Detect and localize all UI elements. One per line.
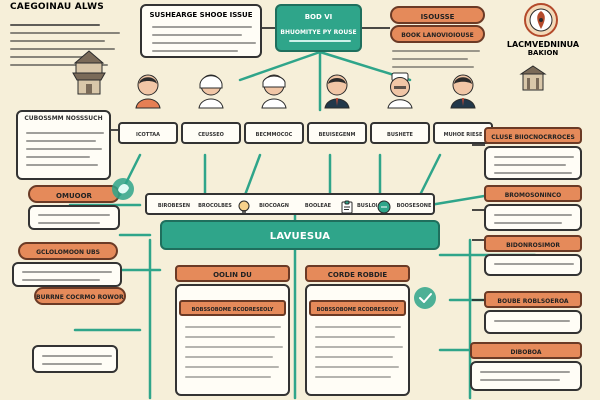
corner-title-text: CAEGOINAU ALWS — [10, 2, 130, 12]
center-left-column: BOBSSOBOME RCODRESEOLY — [175, 284, 290, 396]
strip-item-2: BROCOLBES — [195, 195, 235, 217]
center-right-header: CORDE ROBDIE — [305, 265, 410, 282]
corner-title: CAEGOINAU ALWS — [10, 2, 130, 18]
top-right-lines — [392, 46, 484, 68]
building-icon — [517, 64, 549, 94]
left-note-4-label: BURRNE COCRMO ROWOROS — [36, 289, 124, 307]
right-note-3-label: BIDONROSIMOR — [486, 237, 580, 254]
strip-item-3: BIOCOAGN — [253, 195, 295, 217]
strip-item-4: BOOLEAE — [297, 195, 339, 217]
center-left-header: OOLIN DU — [175, 265, 290, 282]
top-center-title: BOD VI — [277, 6, 360, 22]
strip-icon-clipboard — [340, 199, 354, 213]
top-right-pill-1-label: ISOUSSE — [392, 8, 483, 26]
person-3-avatar — [256, 72, 292, 110]
left-note-4-details — [32, 345, 118, 373]
strip-item-5: BUSLORIN — [357, 195, 377, 217]
person-3: BECMMOCOC — [244, 72, 304, 152]
person-card-2-label: CEUSSEO — [183, 124, 239, 146]
strip-icon-bulb — [237, 199, 251, 213]
center-banner: LAVUESUA — [160, 220, 440, 250]
right-note-3-header: BIDONROSIMOR — [484, 235, 582, 252]
person-card-5: BUSHETE — [370, 122, 430, 144]
right-note-5 — [470, 361, 582, 391]
temple-icon — [68, 48, 110, 98]
person-card-1-label: ICOTTAA — [120, 124, 176, 146]
person-5: BUSHETE — [370, 72, 430, 152]
person-card-4: BEUISEGENM — [307, 122, 367, 144]
center-right-header-label: CORDE ROBDIE — [307, 267, 408, 284]
top-right-pill-2-label: BOOK LANOVIOIOUSE — [392, 27, 483, 45]
top-right-pill-1: ISOUSSE — [390, 6, 485, 24]
strip-icon-circle — [377, 199, 391, 213]
person-card-6-label: MUHOE RIESE — [435, 124, 491, 146]
left-note-1: CUBOSSMM NOSSSUCH — [16, 110, 111, 180]
person-card-4-label: BEUISEGENM — [309, 124, 365, 146]
right-note-2-label: BROMOSONINCO — [486, 187, 580, 204]
right-note-4-header: BOUBE ROBLSOEROA — [484, 291, 582, 308]
top-left-box-title: SUSHEARGE SHOOE ISSUE — [142, 6, 260, 20]
top-right-label-line1: LACMVEDNINUA — [495, 40, 591, 49]
top-center-subtitle: BHUOMITYE PY ROUSE — [277, 22, 360, 38]
right-note-1-title: CLUSE BIIOCNOCRROCES — [486, 129, 580, 146]
person-card-3-label: BECMMOCOC — [246, 124, 302, 146]
seal-emblem — [515, 2, 567, 40]
person-4-avatar — [319, 72, 355, 110]
mid-strip: BIROBESEN BROCOLBES BIOCOAGN BOOLEAE BUS — [145, 193, 435, 215]
left-note-1-title: CUBOSSMM NOSSSUCH — [18, 112, 109, 122]
center-left-header-label: OOLIN DU — [177, 267, 288, 284]
right-note-2-header: BROMOSONINCO — [484, 185, 582, 202]
right-note-4 — [484, 310, 582, 334]
person-6-avatar — [445, 72, 481, 110]
right-note-2 — [484, 204, 582, 231]
leaf-icon — [110, 176, 136, 202]
left-note-3-details — [12, 262, 122, 287]
person-2-avatar — [193, 72, 229, 110]
top-center-box: BOD VI BHUOMITYE PY ROUSE — [275, 4, 362, 52]
strip-item-6: BOOSESONE — [393, 195, 435, 217]
right-note-1-header: CLUSE BIIOCNOCRROCES — [484, 127, 582, 144]
left-note-4: BURRNE COCRMO ROWOROS — [34, 287, 126, 305]
strip-item-1: BIROBESEN — [153, 195, 195, 217]
person-1-avatar — [130, 72, 166, 110]
center-right-subheader: BOBSSOBOME RCODRESEOLY — [309, 300, 406, 316]
badge-icon — [412, 285, 438, 311]
people-row: ICOTTAA CEUSSEO — [118, 72, 478, 152]
person-card-2: CEUSSEO — [181, 122, 241, 144]
center-banner-title: LAVUESUA — [162, 222, 438, 252]
person-card-3: BECMMOCOC — [244, 122, 304, 144]
left-note-2-label: OMUOOR — [30, 187, 118, 205]
person-5-avatar — [382, 72, 418, 110]
left-note-3: GCLOLOMOON UBS — [18, 242, 118, 260]
person-card-1: ICOTTAA — [118, 122, 178, 144]
right-note-3 — [484, 254, 582, 276]
left-note-2: OMUOOR — [28, 185, 120, 203]
person-4: BEUISEGENM — [307, 72, 367, 152]
person-2: CEUSSEO — [181, 72, 241, 152]
top-right-pill-2: BOOK LANOVIOIOUSE — [390, 25, 485, 43]
center-right-subheader-label: BOBSSOBOME RCODRESEOLY — [311, 302, 404, 318]
left-note-3-label: GCLOLOMOON UBS — [20, 244, 116, 262]
right-note-5-label: DIBOBOA — [472, 344, 580, 361]
person-card-5-label: BUSHETE — [372, 124, 428, 146]
right-note-1 — [484, 146, 582, 180]
right-note-4-label: BOUBE ROBLSOEROA — [486, 293, 580, 310]
top-left-box: SUSHEARGE SHOOE ISSUE — [140, 4, 262, 58]
center-left-subheader: BOBSSOBOME RCODRESEOLY — [179, 300, 286, 316]
center-right-column: BOBSSOBOME RCODRESEOLY — [305, 284, 410, 396]
right-note-5-header: DIBOBOA — [470, 342, 582, 359]
top-right-label-line2: BAKION — [495, 49, 591, 57]
center-left-subheader-label: BOBSSOBOME RCODRESEOLY — [181, 302, 284, 318]
person-1: ICOTTAA — [118, 72, 178, 152]
left-note-2-details — [28, 205, 120, 230]
